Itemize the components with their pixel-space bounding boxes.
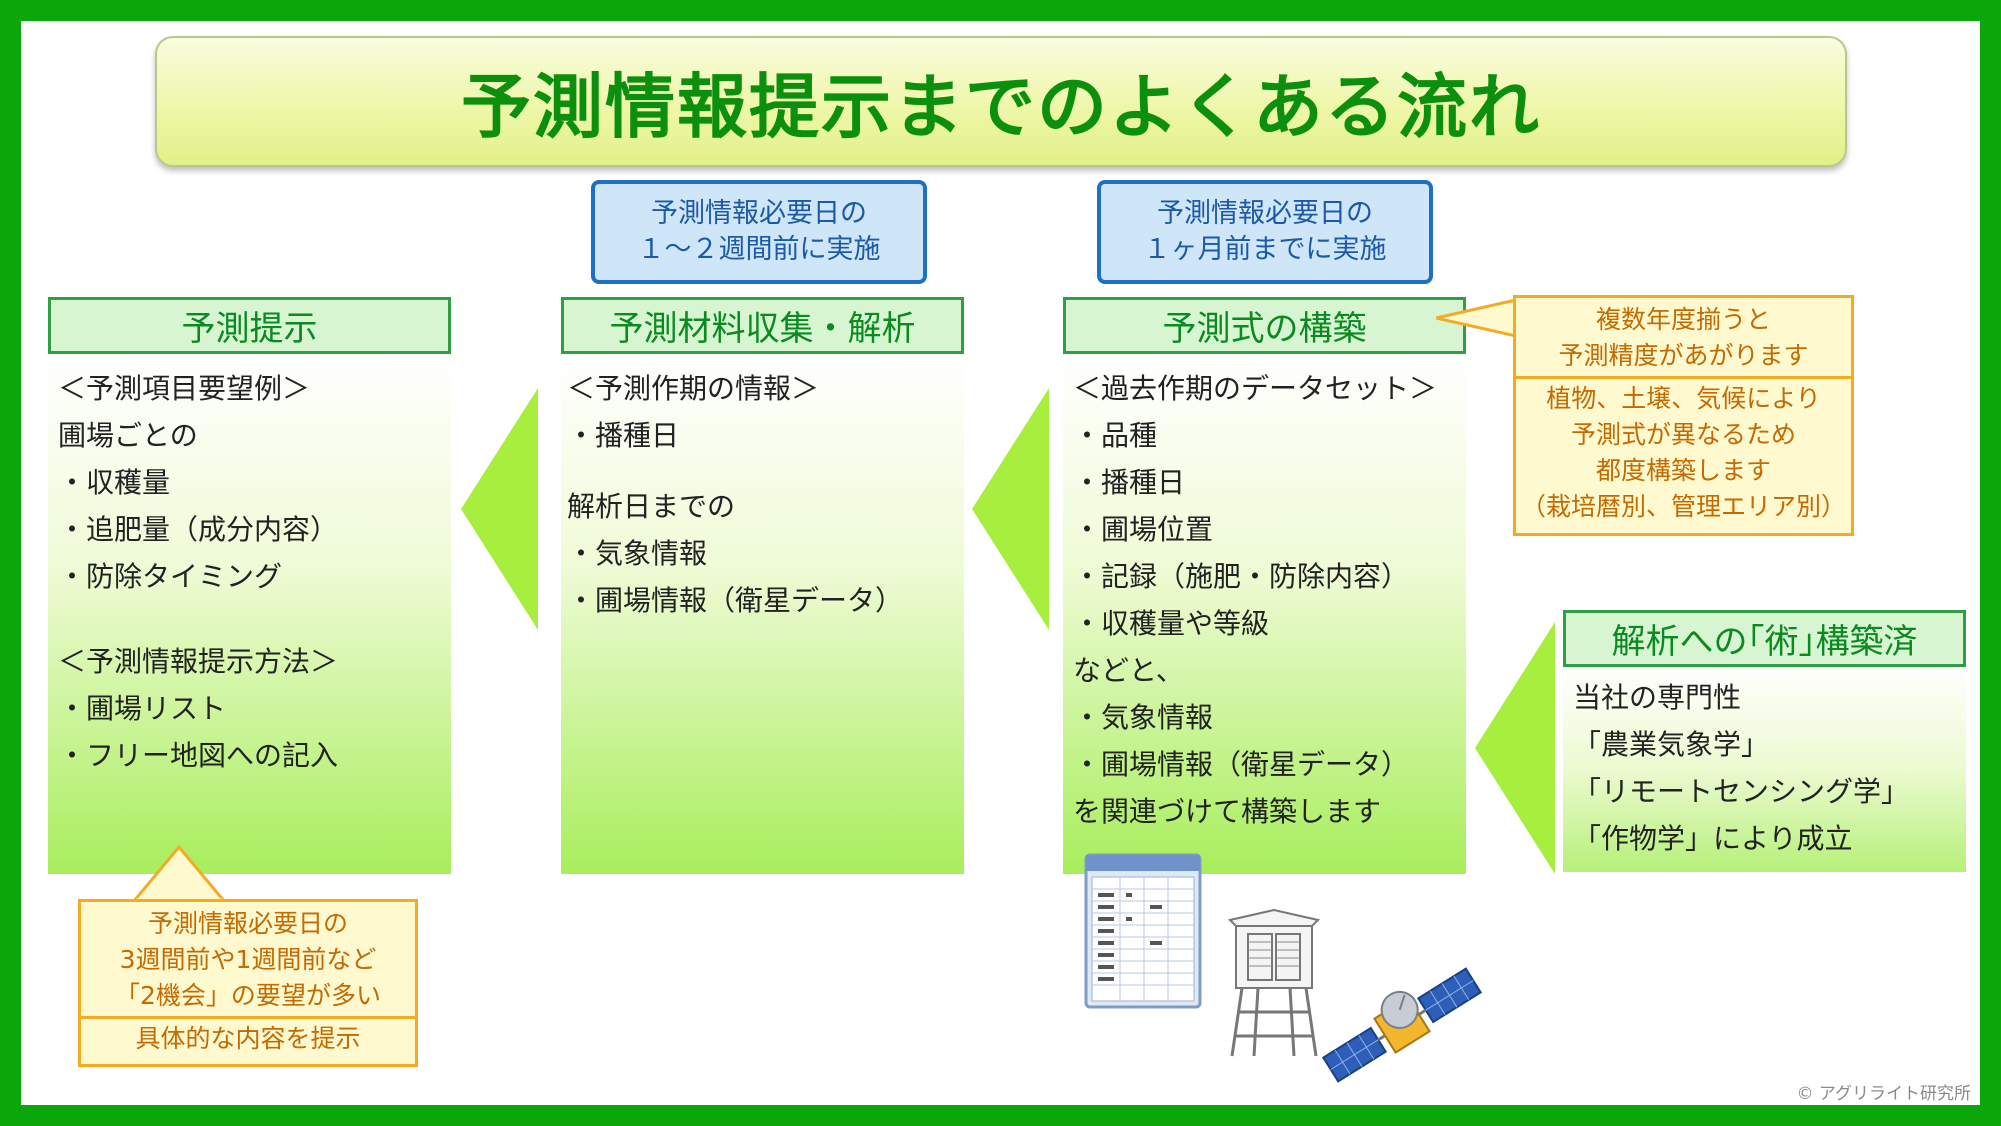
callout-line: 予測情報必要日の bbox=[147, 909, 348, 938]
callout-pointer bbox=[132, 845, 226, 903]
panel-line: 「農業気象学」 bbox=[1573, 728, 1770, 761]
panel-line bbox=[567, 459, 964, 483]
panel-line: ・フリー地図への記入 bbox=[58, 739, 339, 772]
callout-request: 予測情報必要日の 3週間前や1週間前など 「2機会」の要望が多い 具体的な内容を… bbox=[78, 899, 418, 1067]
panel-collect-heading: 予測材料収集・解析 bbox=[561, 297, 964, 354]
panel-line: ・防除タイミング bbox=[58, 560, 283, 593]
callout-pointer bbox=[1436, 298, 1516, 338]
timing-line: １ヶ月前までに実施 bbox=[1143, 234, 1387, 265]
panel-line: ＜予測項目要望例＞ bbox=[58, 372, 311, 405]
panel-collect-body: ＜予測作期の情報＞ ・播種日 解析日までの ・気象情報 ・圃場情報（衛星データ） bbox=[561, 353, 964, 874]
callout-line: （栽培暦別、管理エリア別） bbox=[1520, 492, 1846, 521]
panel-line: ・播種日 bbox=[1073, 466, 1186, 499]
panel-line: などと、 bbox=[1073, 654, 1184, 687]
callout-line: 予測式が異なるため bbox=[1570, 420, 1796, 449]
weather-station-icon bbox=[1228, 908, 1320, 1057]
panel-line: ・収穫量や等級 bbox=[1073, 607, 1270, 640]
callout-line: 「2機会」の要望が多い bbox=[115, 981, 381, 1010]
callout-line: 植物、土壌、気候により bbox=[1546, 384, 1821, 413]
panel-skill-heading: 解析への｢術｣構築済 bbox=[1563, 610, 1966, 667]
panel-line: 「作物学」により成立 bbox=[1573, 822, 1853, 855]
panel-line: ・圃場情報（衛星データ） bbox=[567, 584, 904, 617]
panel-line bbox=[58, 600, 451, 638]
panel-line: ・追肥量（成分内容） bbox=[58, 513, 339, 546]
panel-skill-body: 当社の専門性 「農業気象学」 「リモートセンシング学」 「作物学」により成立 bbox=[1563, 666, 1966, 872]
flow-arrow-left-2 bbox=[972, 388, 1049, 630]
panel-line: 当社の専門性 bbox=[1573, 681, 1742, 714]
satellite-icon bbox=[1322, 967, 1482, 1083]
copyright-text: © アグリライト研究所 bbox=[1796, 1084, 1971, 1104]
panel-line: ・気象情報 bbox=[1073, 701, 1214, 734]
callout-line: 複数年度揃うと bbox=[1595, 305, 1771, 334]
panel-line: ・品種 bbox=[1073, 419, 1158, 452]
panel-line: 「リモートセンシング学」 bbox=[1573, 775, 1910, 808]
panel-present-body: ＜予測項目要望例＞ 圃場ごとの ・収穫量 ・追肥量（成分内容） ・防除タイミング… bbox=[48, 353, 451, 874]
panel-line: ＜予測作期の情報＞ bbox=[567, 372, 820, 405]
panel-heading-text: 解析への｢術｣構築済 bbox=[1611, 622, 1918, 662]
timing-line: １～２週間前に実施 bbox=[637, 234, 881, 265]
timing-box-1-2-weeks: 予測情報必要日の １～２週間前に実施 bbox=[591, 180, 927, 284]
title-banner: 予測情報提示までのよくある流れ bbox=[155, 36, 1847, 167]
panel-line: ＜予測情報提示方法＞ bbox=[58, 645, 339, 678]
flow-arrow-left-3 bbox=[1475, 622, 1555, 874]
callout-line: 都度構築します bbox=[1595, 456, 1771, 485]
panel-line: 圃場ごとの bbox=[58, 419, 198, 452]
timing-line: 予測情報必要日の bbox=[1157, 198, 1373, 229]
panel-line: ・気象情報 bbox=[567, 537, 708, 570]
panel-heading-text: 予測式の構築 bbox=[1162, 309, 1367, 349]
flow-arrow-left-1 bbox=[461, 388, 538, 630]
panel-line: を関連づけて構築します bbox=[1073, 795, 1382, 828]
timing-box-1-month: 予測情報必要日の １ヶ月前までに実施 bbox=[1097, 180, 1433, 284]
page-title: 予測情報提示までのよくある流れ bbox=[461, 66, 1541, 148]
panel-line: ・収穫量 bbox=[58, 466, 171, 499]
panel-build-heading: 予測式の構築 bbox=[1063, 297, 1466, 354]
timing-line: 予測情報必要日の bbox=[651, 198, 867, 229]
panel-line: ・圃場位置 bbox=[1073, 513, 1214, 546]
spreadsheet-icon bbox=[1084, 853, 1202, 1009]
panel-line: 解析日までの bbox=[567, 490, 736, 523]
callout-line: 3週間前や1週間前など bbox=[119, 945, 377, 974]
panel-heading-text: 予測提示 bbox=[181, 309, 318, 349]
panel-line: ・播種日 bbox=[567, 419, 680, 452]
panel-line: ・記録（施肥・防除内容） bbox=[1073, 560, 1410, 593]
callout-line: 具体的な内容を提示 bbox=[135, 1024, 361, 1053]
panel-present-heading: 予測提示 bbox=[48, 297, 451, 354]
panel-heading-text: 予測材料収集・解析 bbox=[609, 309, 916, 349]
panel-line: ・圃場情報（衛星データ） bbox=[1073, 748, 1410, 781]
callout-line: 予測精度があがります bbox=[1558, 341, 1809, 370]
panel-line: ＜過去作期のデータセット＞ bbox=[1073, 372, 1438, 405]
panel-build-body: ＜過去作期のデータセット＞ ・品種 ・播種日 ・圃場位置 ・記録（施肥・防除内容… bbox=[1063, 353, 1466, 874]
panel-line: ・圃場リスト bbox=[58, 692, 227, 725]
callout-accuracy: 複数年度揃うと 予測精度があがります 植物、土壌、気候により 予測式が異なるため… bbox=[1513, 295, 1854, 536]
